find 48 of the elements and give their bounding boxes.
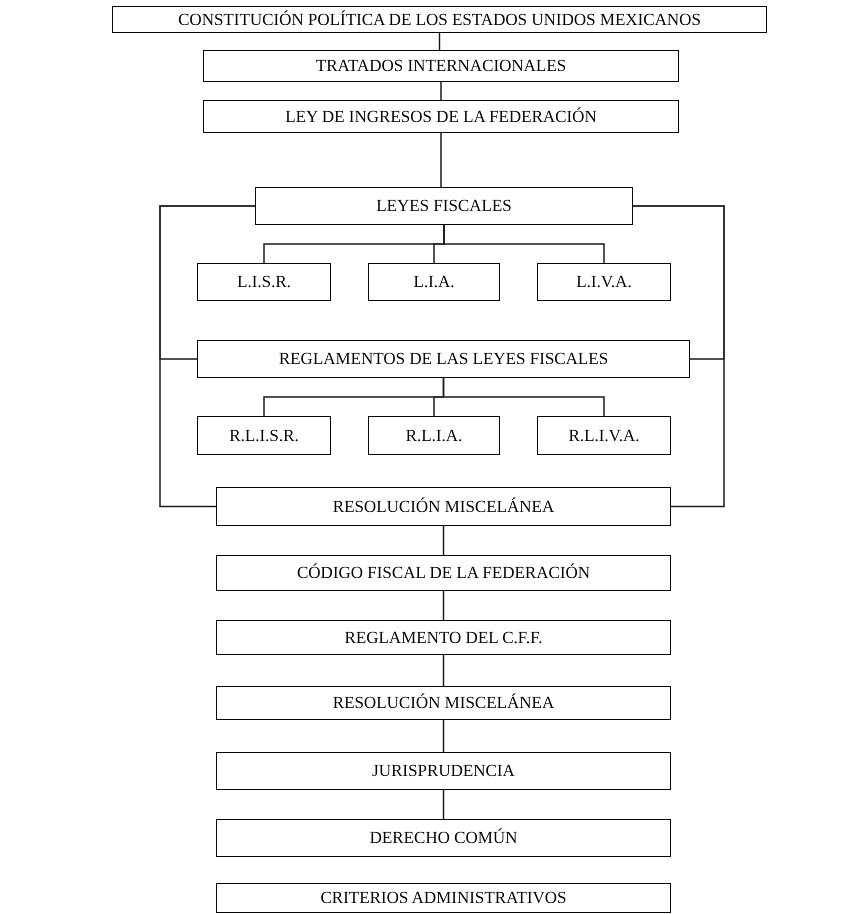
connector-line [633,205,725,508]
connector-line [442,790,444,819]
box-label: R.L.I.V.A. [568,426,640,446]
text-box [197,416,331,455]
text-box [203,100,679,133]
text-box [216,883,671,913]
box-label: R.L.I.A. [406,426,462,446]
text-box [203,50,679,82]
connector-line [442,720,444,752]
text-box [216,555,671,591]
text-box [216,752,671,790]
box-label: JURISPRUDENCIA [372,761,515,781]
box-label: CRITERIOS ADMINISTRATIVOS [320,888,567,908]
text-box [537,263,671,301]
connector-line [440,82,442,100]
box-label: RESOLUCIÓN MISCELÁNEA [332,496,554,516]
text-box [368,416,500,455]
box-label: CÓDIGO FISCAL DE LA FEDERACIÓN [296,563,590,583]
box-label: TRATADOS INTERNACIONALES [316,56,566,76]
box-label: L.I.V.A. [576,272,632,292]
connector-line [440,133,442,187]
connector-line [442,655,444,686]
connector-line [442,378,605,416]
text-box [216,620,671,655]
text-box [255,187,633,225]
box-label: L.I.S.R. [237,272,291,292]
connector-line [443,225,605,263]
box-label: DERECHO COMÚN [370,828,518,848]
box-label: CONSTITUCIÓN POLÍTICA DE LOS ESTADOS UNIDOS MEXICANOS [178,10,701,30]
text-box [368,263,500,301]
connector-line [442,591,444,620]
box-label: LEYES FISCALES [376,196,512,216]
text-box [537,416,671,455]
text-box [216,819,671,857]
connector-line [442,526,444,555]
box-label: REGLAMENTOS DE LAS LEYES FISCALES [278,349,608,369]
box-label: LEY DE INGRESOS DE LA FEDERACIÓN [285,106,597,126]
box-label: REGLAMENTO DEL C.F.F. [344,628,542,648]
text-box [112,6,767,33]
text-box [197,340,690,378]
text-box [197,263,331,301]
connector-line [438,33,440,50]
connector-line [159,205,255,508]
box-label: RESOLUCIÓN MISCELÁNEA [332,693,554,713]
box-label: L.I.A. [413,272,455,292]
text-box [216,487,671,526]
text-box [216,686,671,720]
box-label: R.L.I.S.R. [229,426,299,446]
